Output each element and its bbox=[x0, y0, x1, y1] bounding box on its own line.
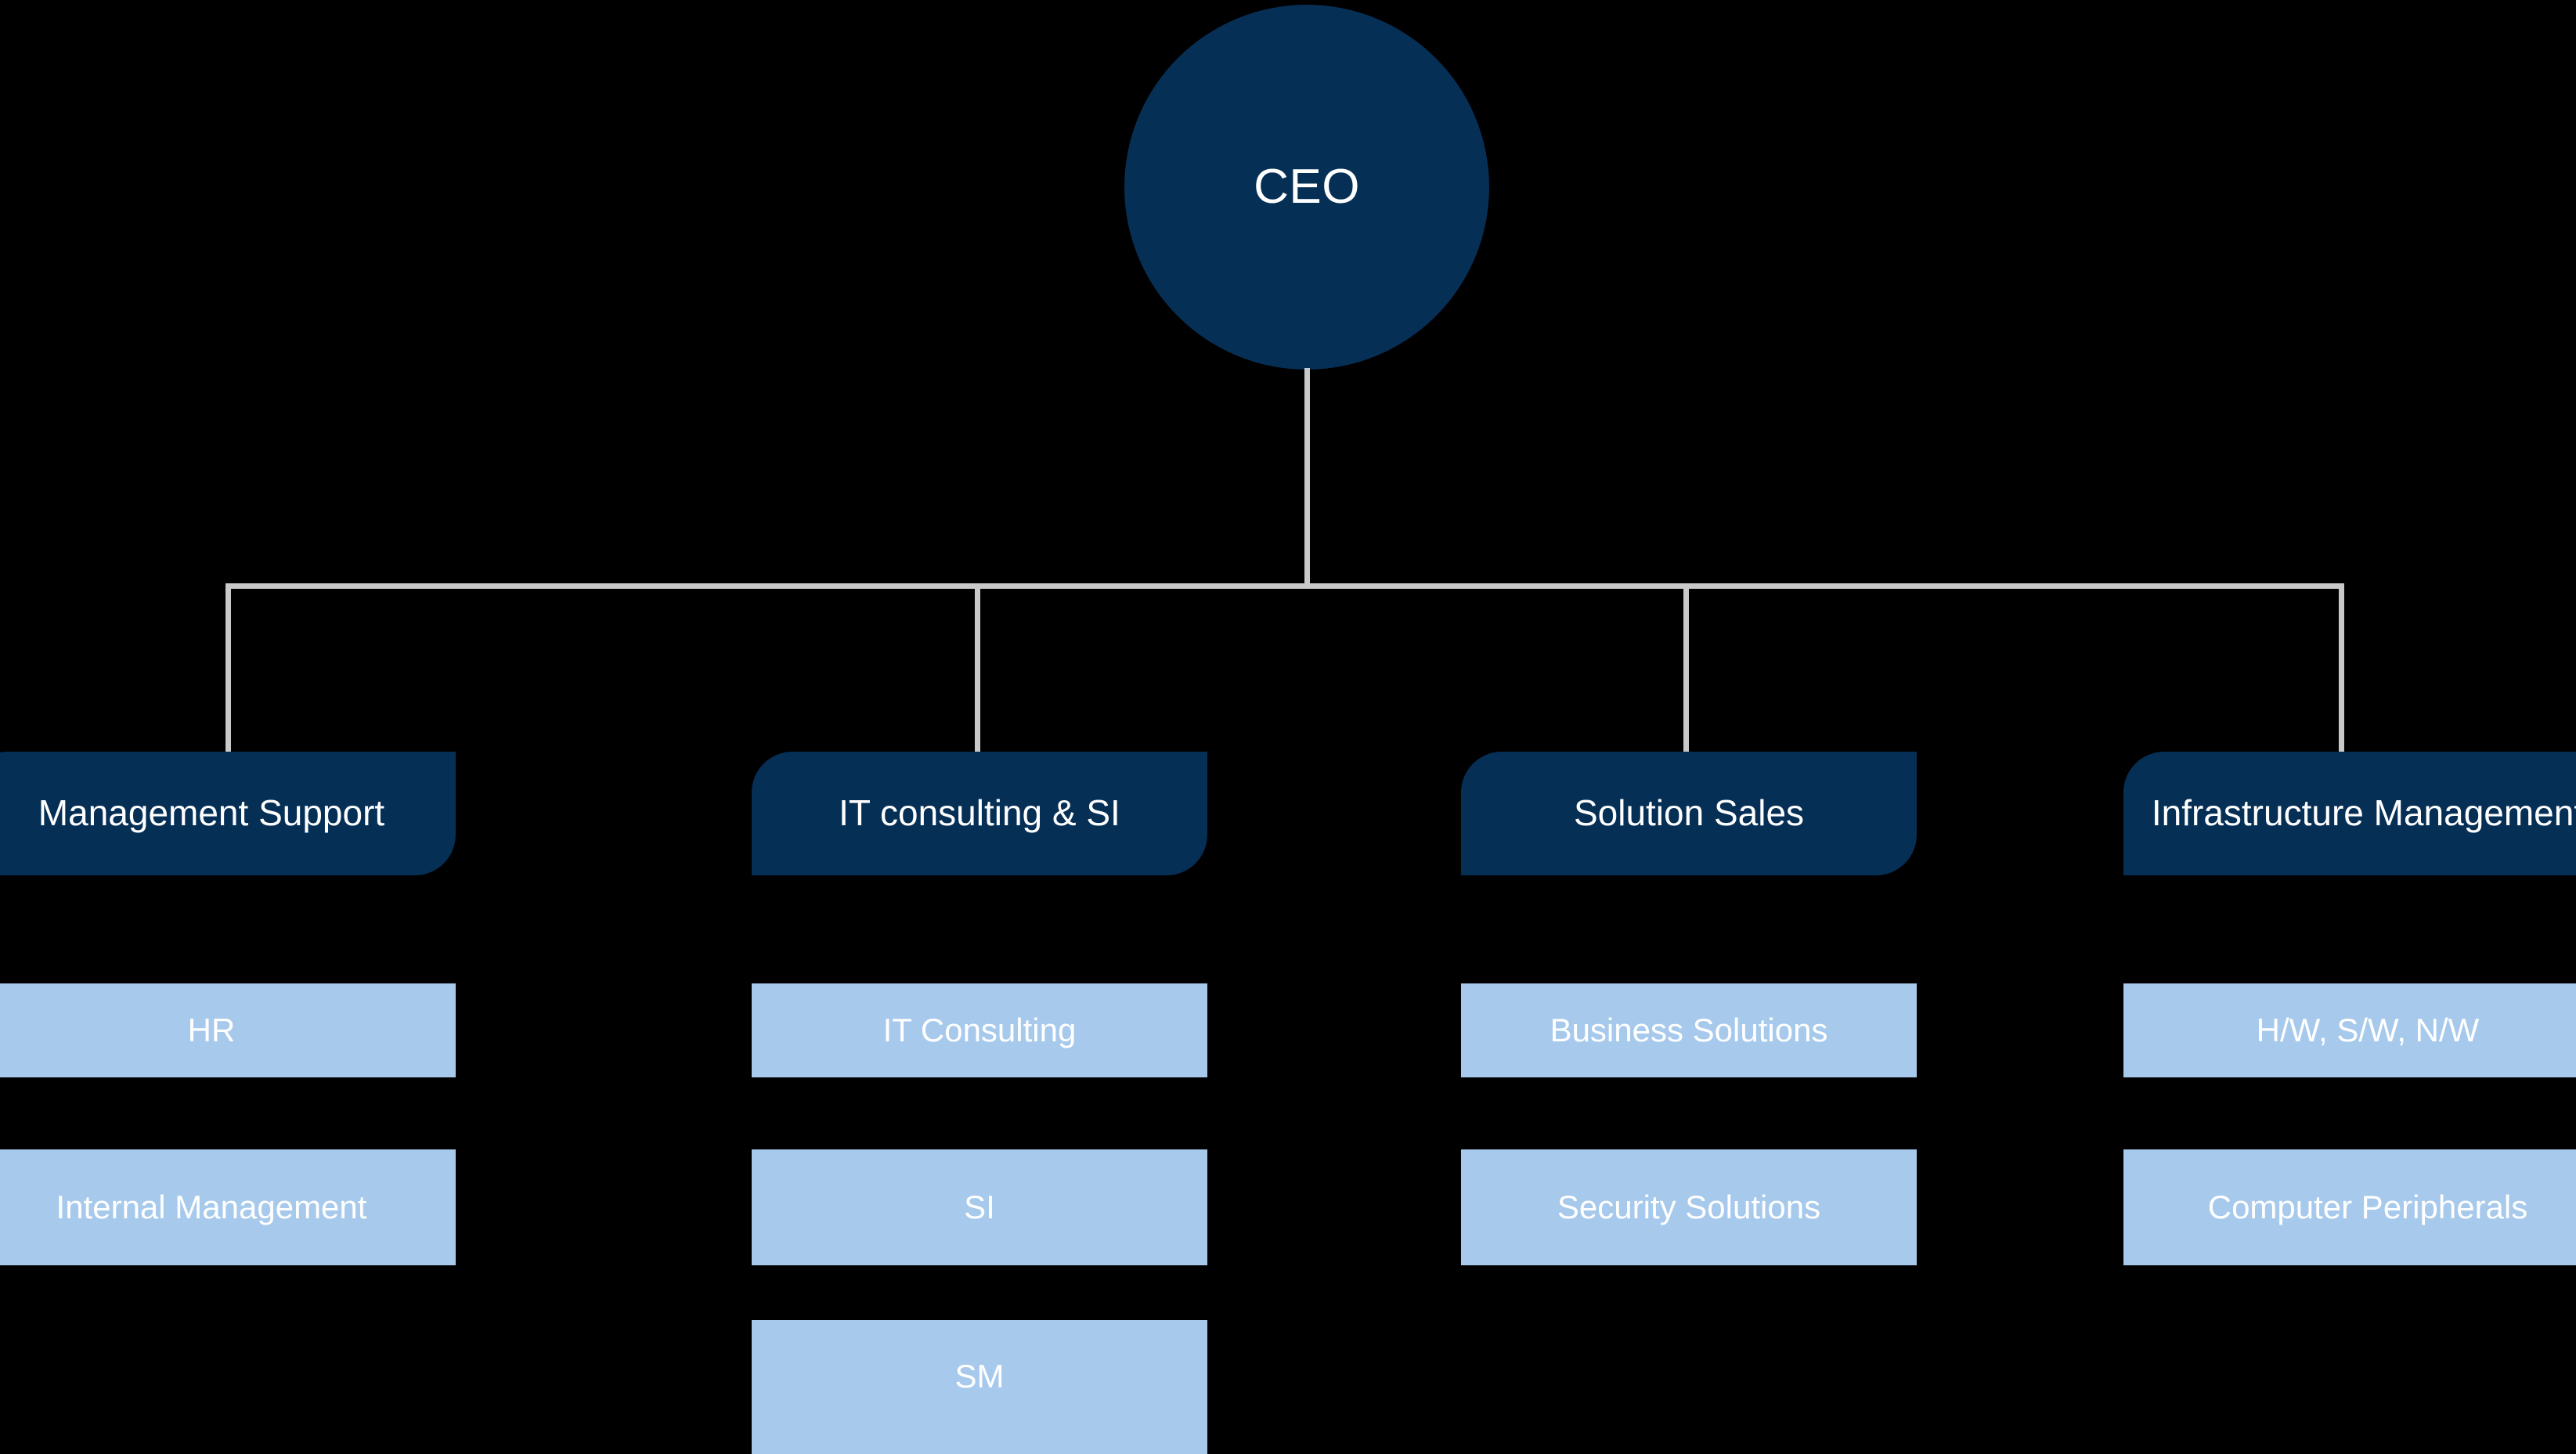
connector-drop-it-consulting-si bbox=[975, 583, 980, 754]
node-subunit-si-label: SI bbox=[964, 1189, 995, 1226]
node-subunit-business-solutions[interactable]: Business Solutions bbox=[1461, 983, 1917, 1077]
node-subunit-internal-management[interactable]: Internal Management bbox=[0, 1149, 456, 1265]
connector-drop-management-support bbox=[225, 583, 231, 754]
node-department-management-support-label: Management Support bbox=[38, 792, 385, 834]
node-subunit-hr[interactable]: HR bbox=[0, 983, 456, 1077]
node-subunit-security-solutions[interactable]: Security Solutions bbox=[1461, 1149, 1917, 1265]
node-department-infrastructure-management-label: Infrastructure Management bbox=[2151, 792, 2576, 834]
node-subunit-internal-management-label: Internal Management bbox=[56, 1189, 367, 1226]
connector-ceo-stem bbox=[1304, 368, 1310, 586]
node-department-management-support[interactable]: Management Support bbox=[0, 752, 456, 875]
node-department-solution-sales[interactable]: Solution Sales bbox=[1461, 752, 1917, 875]
node-subunit-hw-sw-nw-label: H/W, S/W, N/W bbox=[2256, 1012, 2480, 1049]
node-department-solution-sales-label: Solution Sales bbox=[1573, 792, 1805, 834]
connector-drop-solution-sales bbox=[1683, 583, 1689, 754]
node-subunit-sm-label: SM bbox=[954, 1357, 1005, 1394]
node-ceo-label: CEO bbox=[1254, 159, 1360, 214]
node-subunit-computer-peripherals[interactable]: Computer Peripherals bbox=[2123, 1149, 2576, 1265]
node-department-it-consulting-si[interactable]: IT consulting & SI bbox=[752, 752, 1207, 875]
connector-horizontal-bus bbox=[225, 583, 2344, 589]
node-subunit-hw-sw-nw[interactable]: H/W, S/W, N/W bbox=[2123, 983, 2576, 1077]
node-subunit-sm[interactable]: SM bbox=[752, 1320, 1207, 1454]
node-department-infrastructure-management[interactable]: Infrastructure Management bbox=[2123, 752, 2576, 875]
node-ceo[interactable]: CEO bbox=[1124, 5, 1489, 370]
connector-drop-infrastructure-management bbox=[2339, 583, 2344, 754]
node-department-it-consulting-si-label: IT consulting & SI bbox=[839, 792, 1120, 834]
node-subunit-computer-peripherals-label: Computer Peripherals bbox=[2207, 1189, 2528, 1226]
node-subunit-security-solutions-label: Security Solutions bbox=[1557, 1189, 1821, 1226]
node-subunit-hr-label: HR bbox=[187, 1012, 236, 1049]
node-subunit-si[interactable]: SI bbox=[752, 1149, 1207, 1265]
node-subunit-business-solutions-label: Business Solutions bbox=[1550, 1012, 1828, 1049]
node-subunit-it-consulting[interactable]: IT Consulting bbox=[752, 983, 1207, 1077]
node-subunit-it-consulting-label: IT Consulting bbox=[882, 1012, 1077, 1049]
